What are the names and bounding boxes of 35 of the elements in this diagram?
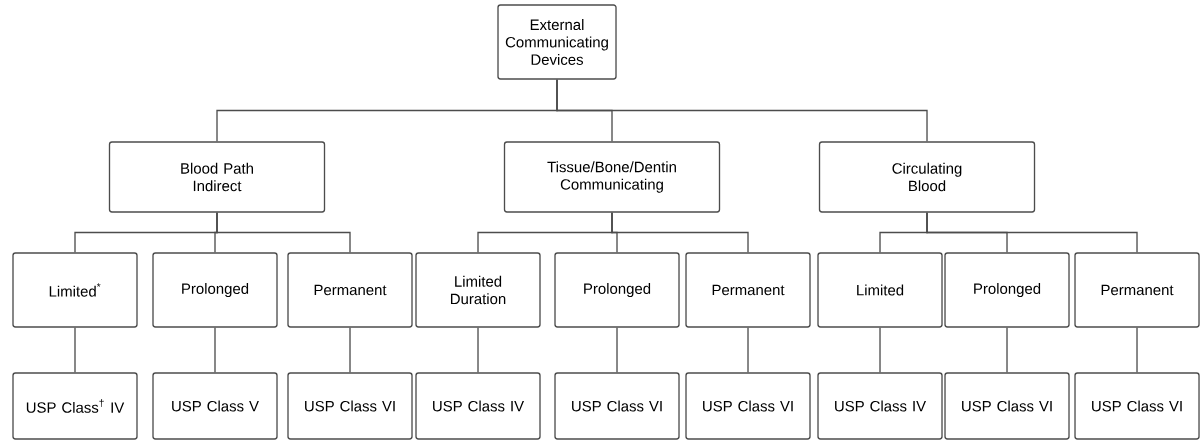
connector-line <box>556 79 928 142</box>
connector-line <box>747 327 749 373</box>
class-box: USP Class V <box>152 372 278 440</box>
duration-box: Permanent <box>287 252 413 328</box>
connector-line <box>611 212 749 253</box>
connector-line <box>216 212 351 253</box>
category-box: Blood Path Indirect <box>108 141 326 213</box>
duration-box: Limited$^{*}$ <box>12 252 138 328</box>
class-box: USP Class VI <box>1074 372 1200 440</box>
class-box: USP Class IV <box>415 372 541 440</box>
connector-line <box>616 327 618 373</box>
connector-line <box>879 327 881 373</box>
class-box: USP Class VI <box>685 372 811 440</box>
connector-line <box>1136 327 1138 373</box>
connector-line <box>477 327 479 373</box>
category-box: Circulating Blood <box>818 141 1036 213</box>
root-box: External Communicating Devices <box>497 4 617 80</box>
category-box: Tissue/Bone/Dentin Communicating <box>503 141 721 213</box>
connector-line <box>74 327 76 373</box>
duration-box: Limited Duration <box>415 252 541 328</box>
duration-box: Limited <box>817 252 943 328</box>
connector-line <box>214 327 216 373</box>
duration-box: Prolonged <box>152 252 278 328</box>
duration-box: Permanent <box>1074 252 1200 328</box>
connector-line <box>349 327 351 373</box>
duration-box: Prolonged <box>554 252 680 328</box>
class-box: USP Class IV <box>817 372 943 440</box>
class-box: USP Class VI <box>554 372 680 440</box>
class-box: USP Class$^{†}$ IV <box>12 372 138 440</box>
class-box: USP Class VI <box>944 372 1070 440</box>
class-box: USP Class VI <box>287 372 413 440</box>
duration-box: Permanent <box>685 252 811 328</box>
connector-line <box>926 212 1138 253</box>
duration-box: Prolonged <box>944 252 1070 328</box>
connector-line <box>1006 327 1008 373</box>
